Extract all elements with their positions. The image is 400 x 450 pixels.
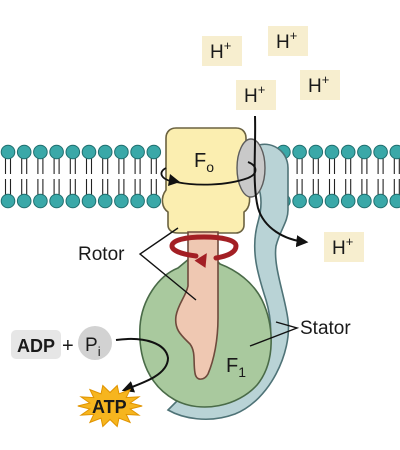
proton-box: H+ xyxy=(236,80,276,110)
lipid-head xyxy=(49,193,64,209)
lipid-head xyxy=(324,144,340,160)
fo-unit xyxy=(161,127,251,234)
lipid-head xyxy=(373,144,388,160)
proton-label: H+ xyxy=(276,28,297,53)
lipid-head xyxy=(308,193,324,209)
proton-box: H+ xyxy=(268,26,308,56)
lipid-head xyxy=(340,144,356,160)
lipid-head xyxy=(0,144,16,160)
lipid-head xyxy=(65,193,81,209)
lipid-head xyxy=(389,193,400,209)
stator-leader-lines xyxy=(249,321,300,347)
lipid-head xyxy=(308,144,324,160)
lipid-head xyxy=(16,193,32,209)
lipid-head xyxy=(292,193,307,209)
adp-box: ADP xyxy=(11,330,61,359)
rotor-leader-lines xyxy=(138,227,197,301)
rotor-stalk xyxy=(174,231,219,380)
protons-group: H+ H+ H+ H+ H+ xyxy=(202,26,364,262)
atp-burst: ATP xyxy=(77,384,143,428)
lipid-head xyxy=(33,193,48,209)
lipid-head xyxy=(130,144,145,160)
lipid-head xyxy=(357,193,372,209)
lipid-head xyxy=(373,193,388,209)
lipid-head xyxy=(16,144,32,160)
lipid-head xyxy=(146,193,162,209)
fo-rotation-arrowhead xyxy=(168,174,180,186)
synthesis-arrow xyxy=(115,338,170,393)
proton-box: H+ xyxy=(324,232,364,262)
lipid-head xyxy=(146,144,162,160)
pi-circle: Pi xyxy=(78,326,112,360)
stator-label: Stator xyxy=(300,318,351,339)
lipid-head xyxy=(389,144,400,160)
lipid-head xyxy=(0,193,16,209)
lipid-head xyxy=(114,193,129,209)
lipid-head xyxy=(81,144,97,160)
lipid-head xyxy=(65,144,81,160)
lipid-head xyxy=(49,144,64,160)
f1-label: F1 xyxy=(226,355,246,380)
membrane-tails xyxy=(4,158,400,195)
lipid-head xyxy=(97,144,113,160)
lipid-head xyxy=(357,144,372,160)
proton-label: H+ xyxy=(332,234,353,259)
proton-label: H+ xyxy=(308,72,329,97)
lipid-head xyxy=(292,144,307,160)
stator-shape xyxy=(166,143,290,420)
proton-box: H+ xyxy=(202,36,242,66)
lipid-head xyxy=(114,144,129,160)
lipid-head xyxy=(324,193,340,209)
lipid-head xyxy=(340,193,356,209)
proton-path-arrow xyxy=(253,115,309,248)
lipid-head xyxy=(130,193,145,209)
lipid-head xyxy=(97,193,113,209)
svg-text:Pi: Pi xyxy=(85,335,101,359)
adp-label: ADP xyxy=(17,336,55,356)
proton-label: H+ xyxy=(244,82,265,107)
atp-label: ATP xyxy=(92,397,127,417)
fo-label: Fo xyxy=(194,150,214,175)
proton-channel xyxy=(236,138,266,198)
proton-label: H+ xyxy=(210,38,231,63)
rotation-arrow xyxy=(169,234,239,268)
rotor-label: Rotor xyxy=(78,244,125,265)
lipid-head xyxy=(81,193,97,209)
plus-sign: + xyxy=(62,335,74,357)
proton-box: H+ xyxy=(300,70,340,100)
lipid-head xyxy=(33,144,48,160)
